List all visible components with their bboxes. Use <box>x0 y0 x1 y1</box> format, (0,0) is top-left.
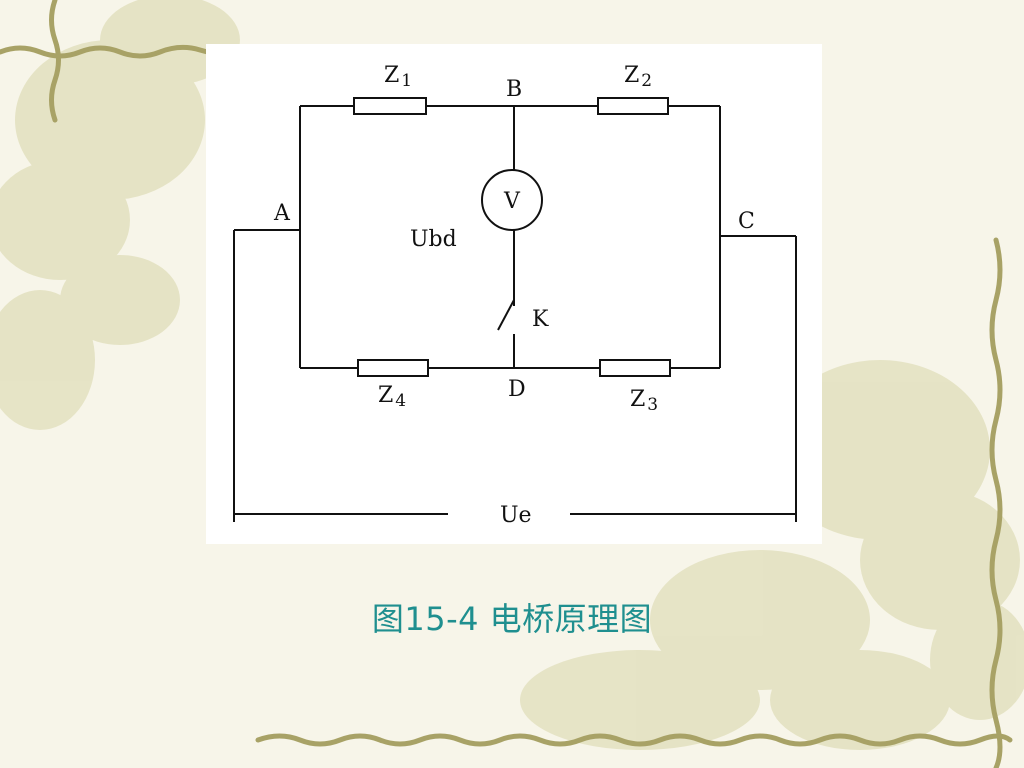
node-b-label: B <box>506 77 522 102</box>
vine-border-right <box>989 237 1003 768</box>
node-a-label: A <box>273 201 291 226</box>
z3-subscript: 3 <box>647 395 658 415</box>
impedance-z4 <box>357 359 429 377</box>
impedance-z3 <box>599 359 671 377</box>
z2-base: Z <box>624 63 639 88</box>
bridge-voltage-label: Ubd <box>410 227 457 252</box>
figure-caption: 图15-4 电桥原理图 <box>371 600 653 638</box>
node-d-label: D <box>508 377 526 402</box>
z1-base: Z <box>384 63 399 88</box>
z3-base: Z <box>630 387 645 412</box>
impedance-z1 <box>353 97 427 115</box>
z4-subscript: 4 <box>395 391 406 411</box>
z4-base: Z <box>378 383 393 408</box>
node-c-label: C <box>738 209 755 234</box>
switch-label: K <box>532 307 549 332</box>
voltmeter-symbol <box>481 169 543 231</box>
supply-voltage-label: Ue <box>500 503 532 528</box>
z2-subscript: 2 <box>641 71 652 91</box>
switch-k-blade <box>497 299 515 331</box>
z1-subscript: 1 <box>401 71 412 91</box>
voltmeter-label: V <box>503 189 521 214</box>
impedance-z2 <box>597 97 669 115</box>
vine-border-bottom <box>255 733 1013 747</box>
vine-border-top-left <box>0 0 233 123</box>
circuit-wires <box>233 105 797 522</box>
